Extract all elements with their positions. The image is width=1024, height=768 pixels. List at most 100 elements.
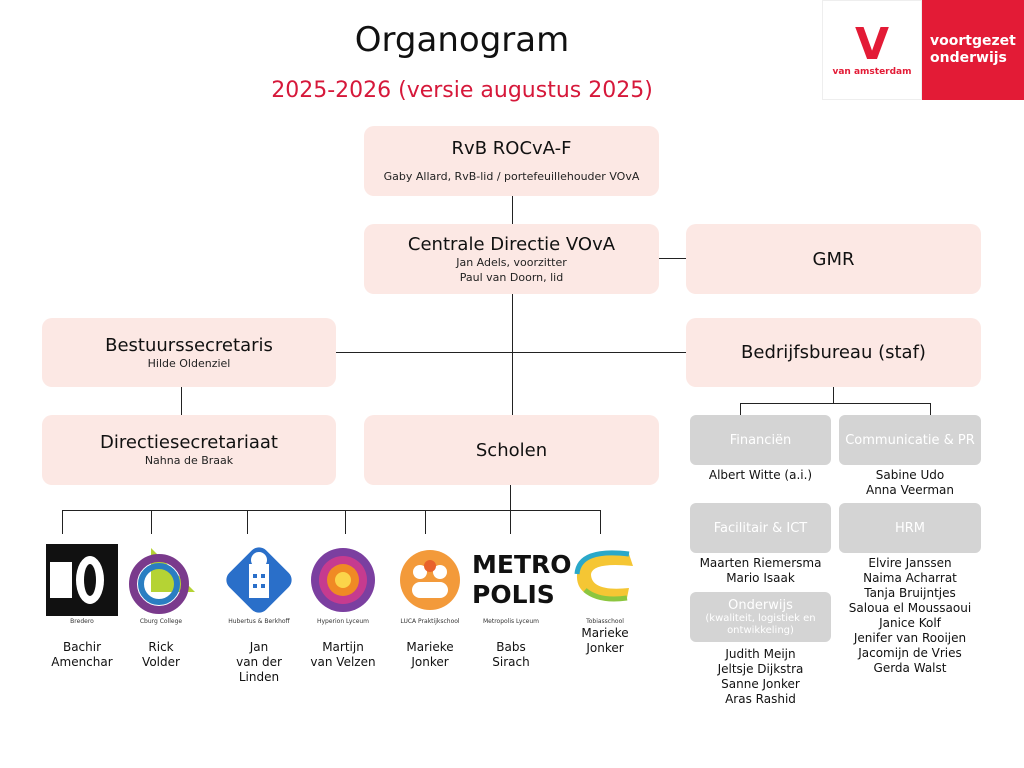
connector-line [512,294,513,415]
bedrijfsbureau-box: Bedrijfsbureau (staf) [686,318,981,387]
connector-line [740,403,741,415]
connector-line [336,352,686,353]
person-name: Tanja Bruijntjes [864,586,956,600]
person-name: Jacomijn de Vries [858,646,962,660]
head-first: Marieke [581,626,629,640]
school-name: Cburg College [139,618,183,625]
bedrijfsbureau-title: Bedrijfsbureau (staf) [741,342,926,363]
directiesecretariaat-title: Directiesecretariaat [99,432,278,453]
person-name: Elvire Janssen [868,556,952,570]
head-first: Martijn [322,640,364,654]
tobias-logo [569,544,641,616]
hyperion-logo [307,544,379,616]
onderwijs-title: Onderwijs [728,597,793,613]
school-name: Bredero [70,618,94,625]
metropolis-wordmark: METRO POLIS [472,544,572,610]
head-first: Babs [496,640,526,654]
directiesecretariaat-box: Directiesecretariaat Nahna de Braak [42,415,336,485]
directiesecretariaat-name: Nahna de Braak [144,454,234,467]
connector-line [247,510,248,534]
person-name: Anna Veerman [865,483,954,497]
metropolis-logo: METRO POLIS [472,544,572,616]
connector-line [659,258,686,259]
centrale-directie-chair: Jan Adels, voorzitter [456,255,567,269]
connector-line [151,510,152,534]
page-title: Organogram [354,20,570,60]
vova-logo: V van amsterdam [822,0,922,100]
logo-word-2: onderwijs [930,50,1007,66]
person-name: Janice Kolf [879,616,941,630]
communicatie-people: Sabine Udo Anna Veerman [839,468,981,498]
connector-line [345,510,346,534]
scholen-box: Scholen [364,415,659,485]
onderwijs-subtitle: (kwaliteit, logistiek en ontwikkeling) [705,612,816,636]
connector-line [512,196,513,224]
financien-box: Financiën [690,415,831,465]
connector-line [833,387,834,403]
connector-line [740,403,931,404]
person-name: Jeltsje Dijkstra [717,662,804,676]
bestuurssecretaris-title: Bestuurssecretaris [105,334,273,356]
centrale-directie-box: Centrale Directie VOvA Jan Adels, voorzi… [364,224,659,294]
head-last: Jonker [411,655,449,669]
logo-word-1: voortgezet [930,33,1016,49]
head-last: Amenchar [51,655,113,669]
person-name: Sabine Udo [875,468,945,482]
person-name: Saloua el Moussaoui [848,601,972,615]
cburg-logo [125,544,197,616]
luca-logo [394,544,466,616]
hubertus-logo [223,544,295,616]
gmr-title: GMR [812,248,855,270]
communicatie-title: Communicatie & PR [845,432,975,448]
person-name: Judith Meijn [725,647,796,661]
school-name: Tobiasschool [586,618,624,625]
metropolis-word-1: METRO [472,550,572,579]
centrale-directie-member: Paul van Doorn, lid [459,270,564,284]
connector-line [930,403,931,415]
connector-line [510,485,511,511]
school-name: LUCA Praktijkschool [400,618,460,625]
rvb-member: Gaby Allard, RvB-lid / portefeuillehoude… [383,170,640,183]
bredero-logo [46,544,118,616]
centrale-directie-title: Centrale Directie VOvA [407,233,616,255]
communicatie-box: Communicatie & PR [839,415,981,465]
financien-people: Albert Witte (a.i.) [690,468,831,483]
connector-line [600,510,601,534]
head-first: Rick [148,640,174,654]
financien-title: Financiën [729,432,792,448]
facilitair-title: Facilitair & ICT [713,520,808,536]
person-name: Gerda Walst [873,661,947,675]
head-first: Jan [249,640,269,654]
hrm-title: HRM [894,520,926,536]
person-name: Jenifer van Rooijen [853,631,967,645]
head-first: Marieke [406,640,454,654]
head-first: Bachir [62,640,102,654]
connector-line [62,510,63,534]
logo-v-mark: V [854,19,890,70]
person-name: Sanne Jonker [721,677,800,691]
facilitair-box: Facilitair & ICT [690,503,831,553]
person-name: Albert Witte (a.i.) [708,468,813,482]
connector-line [425,510,426,534]
connector-line [510,510,511,534]
metropolis-word-2: POLIS [472,580,555,609]
school-name: Metropolis Lyceum [482,618,540,625]
school-name: Hubertus & Berkhoff [228,618,290,625]
school-name: Hyperion Lyceum [316,618,370,625]
onderwijs-people: Judith Meijn Jeltsje Dijkstra Sanne Jonk… [690,647,831,707]
rvb-title: RvB ROCvA-F [451,138,572,159]
person-name: Naima Acharrat [863,571,957,585]
head-last: Jonker [586,641,624,655]
vova-logo-wordmark: voortgezet onderwijs [922,0,1024,100]
